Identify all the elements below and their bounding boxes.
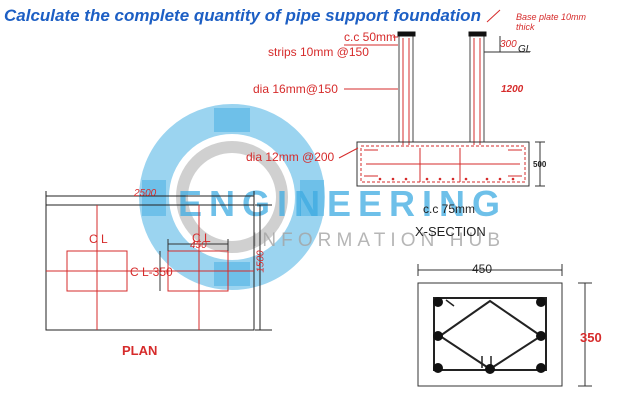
- dim-500: 500: [533, 160, 547, 169]
- pedestal-right: [469, 35, 485, 143]
- cl-350-label: C L-350: [130, 265, 173, 279]
- dia12-label: dia 12mm @200: [246, 150, 335, 164]
- base-plate-right: [468, 31, 487, 37]
- footing: [356, 141, 530, 187]
- base-plate-label-2: thick: [516, 22, 535, 32]
- dim-1500: 1500: [255, 250, 267, 273]
- x-section-title: X-SECTION: [415, 224, 486, 239]
- column-stirrup: [433, 297, 547, 371]
- plan-pedestal-left: [66, 250, 128, 292]
- page-title: Calculate the complete quantity of pipe …: [4, 6, 481, 25]
- plan-footing: [45, 204, 255, 331]
- dim-300: 300: [500, 39, 517, 50]
- base-plate-left: [397, 31, 416, 37]
- gl-label: GL: [518, 44, 532, 55]
- strips-label: strips 10mm @150: [268, 45, 369, 59]
- cl-left-label: C L: [89, 232, 108, 246]
- cc-top-label: c.c 50mm: [344, 30, 397, 44]
- column-bars: [433, 297, 546, 374]
- cl-right-label: C L: [192, 231, 211, 245]
- base-plate-label: Base plate 10mm: [516, 12, 587, 22]
- column-dim-350: 350: [580, 330, 602, 345]
- column-dim-450: 450: [472, 262, 493, 276]
- plan-title: PLAN: [122, 343, 158, 358]
- plan-pedestal-right: [167, 250, 229, 292]
- column-section: [417, 282, 563, 387]
- pedestal-left: [398, 35, 414, 143]
- watermark-line1: ENGINEERING: [178, 183, 500, 224]
- dim-1200: 1200: [501, 84, 524, 95]
- dia16-label: dia 16mm@150: [253, 82, 338, 96]
- plan-dim-450: 450: [190, 240, 207, 251]
- dim-2500: 2500: [134, 188, 157, 199]
- cc-bottom-label: c.c 75mm: [423, 202, 476, 216]
